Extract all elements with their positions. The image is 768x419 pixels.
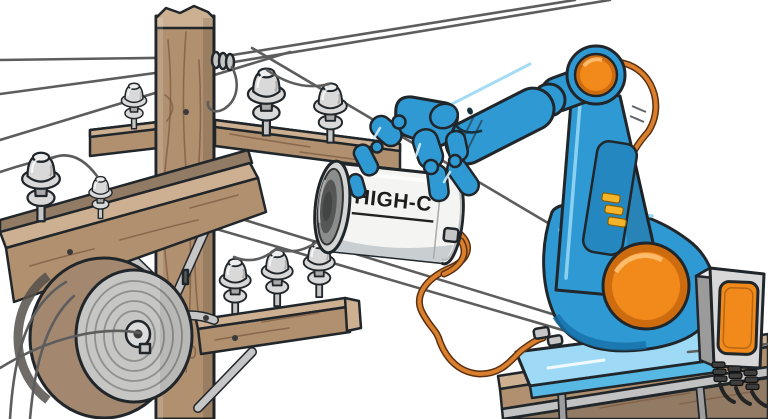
jumper-wire — [265, 68, 331, 88]
insulator — [218, 257, 252, 317]
junction-box — [686, 266, 768, 408]
bolt — [67, 249, 73, 255]
pole-top-wire-wrap — [206, 50, 238, 113]
bolt — [232, 335, 238, 341]
robot-eye — [467, 107, 473, 115]
back-crossarm — [0, 148, 254, 235]
bolt — [183, 109, 189, 115]
orange-cables — [415, 229, 564, 378]
finger-joint — [422, 158, 440, 176]
wire — [0, 0, 577, 62]
reel-tie-wire — [0, 329, 142, 370]
metal-edge-strip — [500, 365, 768, 419]
shoulder-joint — [565, 44, 627, 106]
finger-joint — [447, 153, 463, 169]
robot-arm — [444, 44, 720, 400]
cable-fitting — [532, 325, 551, 340]
bolt — [203, 315, 209, 321]
bolt — [181, 268, 190, 286]
metal-bracket — [697, 387, 706, 419]
cable-fitting — [546, 334, 564, 347]
wire — [0, 50, 292, 142]
right-crossarm — [135, 239, 363, 413]
indicator-stripes — [601, 192, 627, 228]
crossarm-brace — [194, 348, 256, 412]
robot-hand — [347, 95, 480, 203]
finger-joint — [370, 140, 384, 154]
jumper-wire — [50, 154, 99, 178]
cable-reel — [0, 256, 194, 419]
insulator — [120, 82, 148, 130]
reel-cable — [8, 280, 68, 419]
capacitor-underline — [351, 211, 434, 223]
knuckle — [428, 102, 460, 130]
drip-loop-wire — [206, 65, 238, 113]
insulator — [260, 248, 294, 308]
finger-joint — [391, 114, 407, 130]
finger — [352, 143, 380, 177]
hub-fitting — [138, 342, 152, 355]
reel-cable — [28, 294, 76, 419]
junction-box-panel — [716, 280, 760, 356]
cable-connectors — [711, 361, 768, 408]
capacitor-terminal — [442, 226, 460, 244]
jumper-wire — [232, 239, 320, 262]
finger-tip — [347, 172, 367, 200]
